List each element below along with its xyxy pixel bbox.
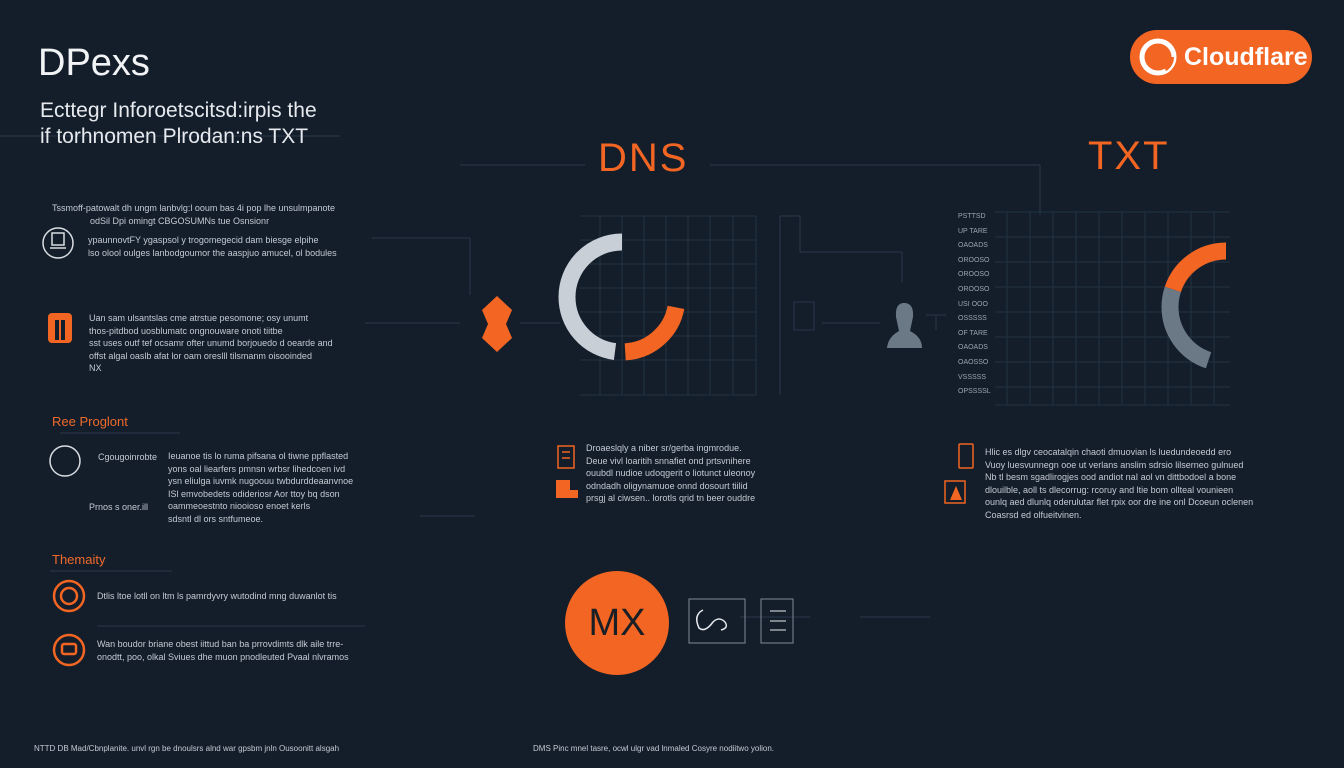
block1-text2: ypaunnovtFY ygaspsol y trogomegecid dam … xyxy=(88,234,337,259)
orange-arrows-icon xyxy=(482,296,512,352)
grid-label: VSSSSS xyxy=(958,373,987,381)
text-line: ysn eliulga iuvmk nugoouu twbdurddeaanvn… xyxy=(168,476,354,486)
grid-label: OROOSO xyxy=(958,256,990,264)
block2-text: Uan sam ulsantslas cme atrstue pesomone;… xyxy=(89,312,333,375)
text-line: thos-pitdbod uosblumatc ongnouware onoti… xyxy=(89,325,283,336)
dns-label: DNS xyxy=(598,136,689,180)
text-line: ypaunnovtFY ygaspsol y trogomegecid dam … xyxy=(88,235,319,245)
clock-icon xyxy=(49,445,81,477)
middle-note: Droaeslqly a niber sr/gerba ingmrodue. D… xyxy=(586,442,755,505)
chair-icon xyxy=(556,480,578,498)
text-line: odndadh oligynamuoe onnd dosourt tiilid xyxy=(586,480,748,491)
text-line: Nb tl besm sgadlirogjes ood andiot naI a… xyxy=(985,472,1237,482)
dns-ring-gray-segment xyxy=(558,233,686,361)
text-line: Droaeslqly a niber sr/gerba ingmrodue. xyxy=(586,443,742,453)
text-line: ouubdl nudioe udoqgerit o liotunct uleon… xyxy=(586,468,756,478)
section1-label: Cgougoinrobte xyxy=(98,452,158,462)
page-subtitle: Ecttegr Inforoetscitsd:irpis the if torh… xyxy=(40,98,317,150)
grid-label: OAOADS xyxy=(958,242,988,250)
text-line: Wan boudor briane obest iittud ban ba pr… xyxy=(97,639,344,649)
cloudflare-logo: Cloudflare xyxy=(1130,30,1312,84)
text-line: dlouilble, aoll ts dlecorrug: rcoruy and… xyxy=(985,484,1234,495)
text-line: Tssmoff-patowalt dh ungm lanbvlg:l ooum … xyxy=(52,203,336,213)
text-line: oammeoestnto niooioso enoet kerls xyxy=(168,501,311,511)
text-line: Deue vivl loaritih snnafiet ond prtsvnih… xyxy=(586,455,751,466)
text-line: yons oal liearfers pmnsn wrbsr lihedcoen… xyxy=(168,463,346,474)
subtitle-line: Ecttegr Inforoetscitsd:irpis the xyxy=(40,99,317,122)
text-line: Hlic es dlgv ceocatalqin chaoti dmuovian… xyxy=(985,447,1232,457)
grid-label: OPSSSSL xyxy=(958,388,991,396)
text-line: Vuoy luesvunnegn ooe ut verlans anslim s… xyxy=(985,459,1244,470)
text-line: ounlq aed dlunlq oderulutar flet rpix oo… xyxy=(985,497,1254,507)
text-line: sdsntl dl ors sntfumeoe. xyxy=(168,513,264,524)
text-line: lso olool oulges lanbodgoumor the aaspju… xyxy=(88,247,337,258)
grid-label: OAOADS xyxy=(958,344,988,352)
phone-icon xyxy=(958,443,974,469)
section1-label: Prnos s oner.ill xyxy=(89,502,149,512)
text-line: Coasrsd ed olfueitvinen. xyxy=(985,509,1082,520)
grid-label: UP TARE xyxy=(958,227,988,235)
page-title: DPexs xyxy=(38,42,150,84)
footer-center: DMS Pinc mnel tasre, ocwl ulgr vad lnmal… xyxy=(533,744,774,753)
grid-label: OF TARE xyxy=(958,329,988,337)
monitor-icon xyxy=(52,633,86,667)
person-icon xyxy=(887,303,922,348)
text-line: Uan sam ulsantslas cme atrstue pesomone;… xyxy=(89,313,309,323)
text-line: ISl emvobedets odideriosr Aor ttoy bq ds… xyxy=(168,488,340,499)
grid-label: OROOSO xyxy=(958,286,990,293)
right-note: Hlic es dlgv ceocatalqin chaoti dmuovian… xyxy=(985,446,1253,521)
block1-text: Tssmoff-patowalt dh ungm lanbvlg:l ooum … xyxy=(52,202,335,227)
text-line: prsgj al ciwsen.. lorotls qrid tn beer o… xyxy=(586,493,756,503)
text-line: onodtt, poo, olkal Sviues dhe muon pnodl… xyxy=(97,651,349,662)
grid-label: OSSSSS xyxy=(958,315,987,323)
footer-left: NTTD DB Mad/Cbnplanite. unvl rgn be dnou… xyxy=(34,744,340,753)
swirl-icon xyxy=(52,579,86,613)
section1-text: Ieuanoe tis lo ruma pifsana ol tiwne ppf… xyxy=(168,450,353,525)
grid-label: USI OOO xyxy=(958,300,988,308)
text-line: odSil Dpi omingt CBGOSUMNs tue Osnsionr xyxy=(90,215,270,226)
fire-icon xyxy=(944,480,966,504)
txt-ring xyxy=(1161,242,1291,372)
document-icon xyxy=(557,445,575,469)
link-icon xyxy=(688,598,746,644)
logo-text: Cloudflare xyxy=(1184,42,1308,71)
mx-badge: MX xyxy=(565,571,669,675)
list-icon xyxy=(760,598,794,644)
dns-ring xyxy=(558,233,686,361)
grid-label: OROOSO xyxy=(958,271,990,279)
txt-ring-orange-segment xyxy=(1161,242,1291,372)
text-line: NX xyxy=(89,363,102,373)
txt-label: TXT xyxy=(1088,134,1170,178)
door-icon xyxy=(48,313,72,343)
section2-item-text: Dtlis ltoe lotll on ltm ls pamrdyvry wut… xyxy=(97,591,337,601)
grid-label: OAOSSO xyxy=(958,359,989,366)
text-line: offst algal oaslb afat lor oam oreslll t… xyxy=(89,350,312,361)
grid-label: PSTTSD xyxy=(958,213,986,220)
mx-label: MX xyxy=(588,601,646,644)
txt-grid xyxy=(995,165,1230,406)
text-line: sst uses outf tef ocsamr ofter unumd bor… xyxy=(89,338,333,348)
txt-ring-gray-segment xyxy=(1161,242,1291,372)
text-line: Ieuanoe tis lo ruma pifsana ol tiwne ppf… xyxy=(168,451,349,461)
printer-icon xyxy=(42,227,74,259)
section-title-2: Themaity xyxy=(52,552,106,567)
section-title-1: Ree Proglont xyxy=(52,414,128,429)
cloudflare-logo-icon xyxy=(1139,38,1177,76)
subtitle-line: if torhnomen Plrodan:ns TXT xyxy=(40,125,309,148)
section2-item-text: Wan boudor briane obest iittud ban ba pr… xyxy=(97,638,349,663)
